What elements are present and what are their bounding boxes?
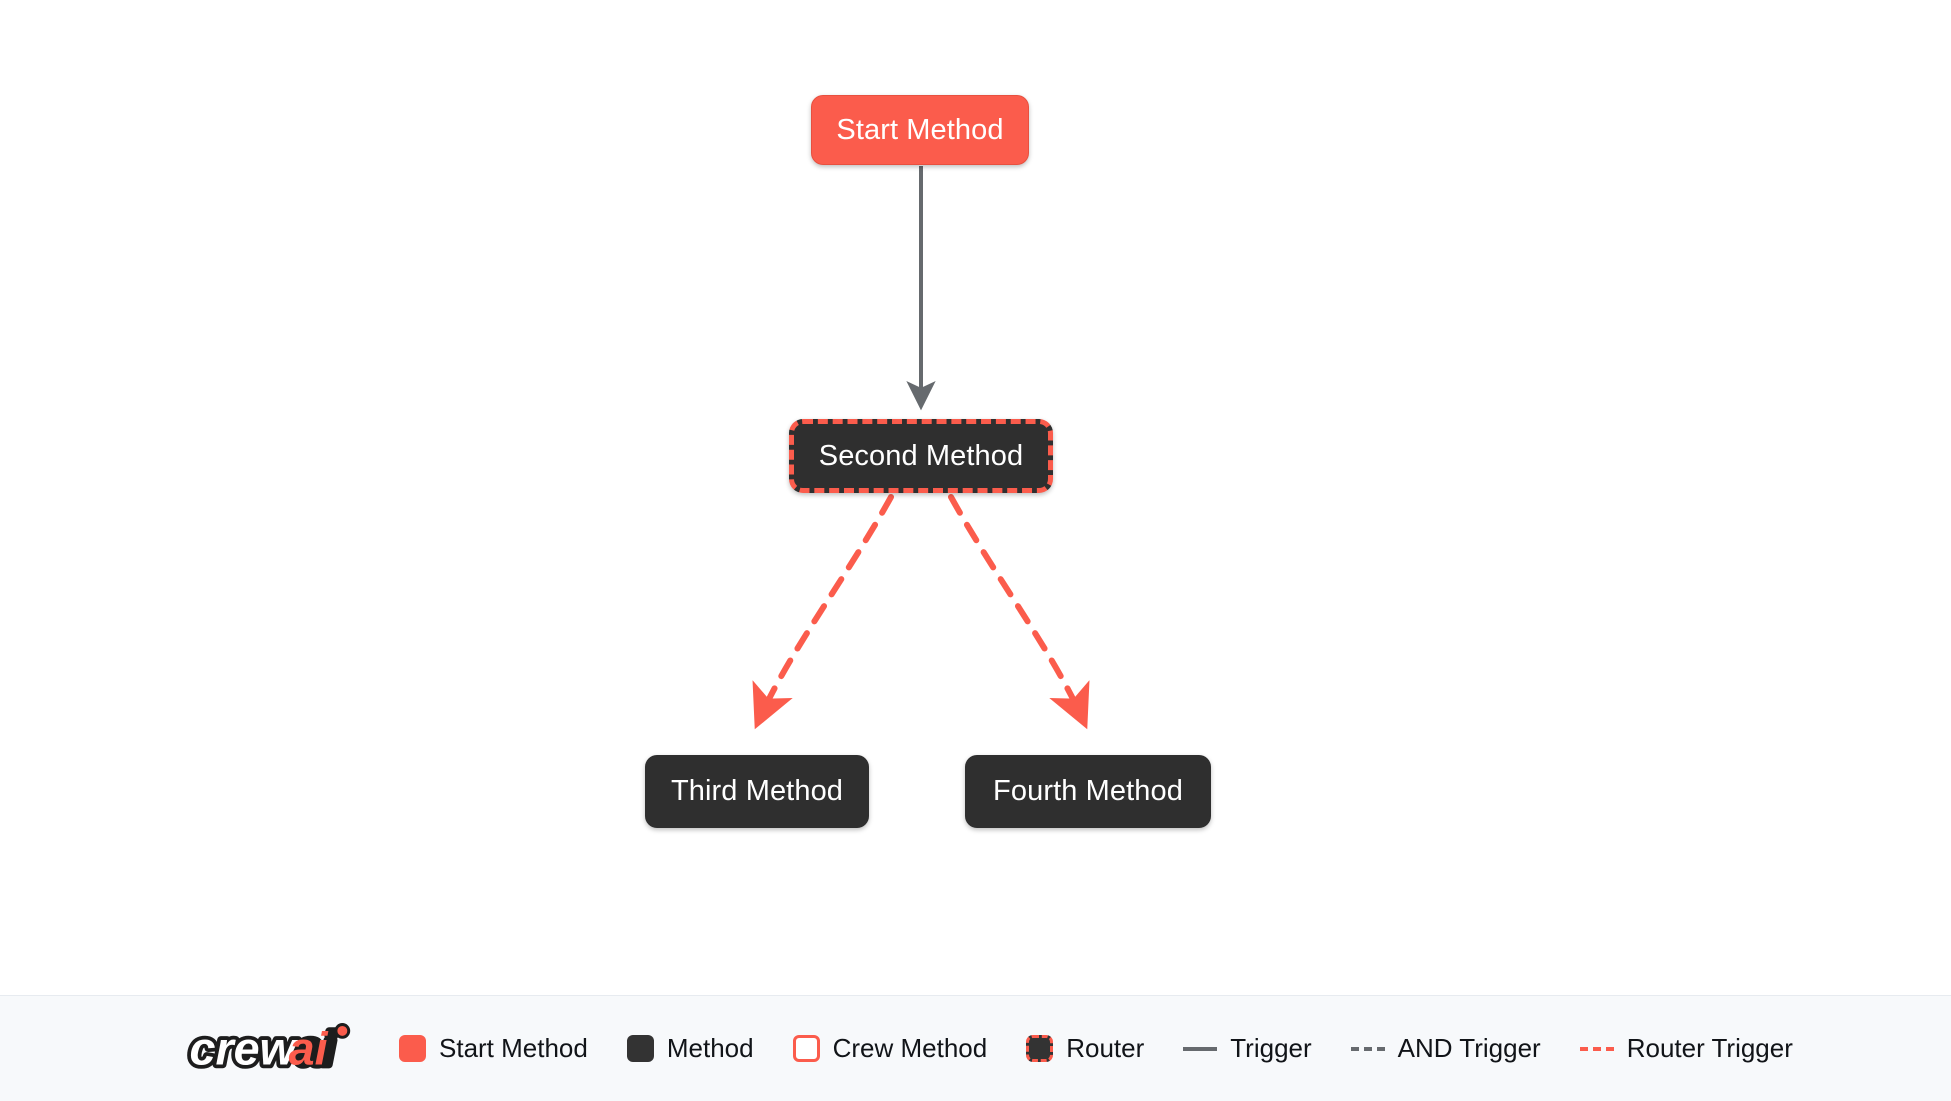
legend-label: AND Trigger [1397,1033,1541,1063]
legend-item-router: Router [1026,1033,1144,1064]
crewai-logo: crewai crew ai [186,1018,351,1078]
crewai-logo-crew: crew [190,1022,299,1074]
flow-node-label: Fourth Method [993,775,1183,807]
flow-node-fourth-method[interactable]: Fourth Method [965,755,1211,828]
legend-item-method: Method [626,1033,754,1064]
legend-label: Start Method [439,1033,588,1063]
trigger-line-icon [1183,1046,1218,1051]
legend-label: Router Trigger [1626,1033,1793,1063]
legend-label: Trigger [1230,1033,1312,1063]
flow-node-label: Third Method [670,775,844,807]
flow-node-start-method[interactable]: Start Method [811,95,1029,165]
start-method-swatch-icon [399,1035,426,1062]
crewai-logo-ai: ai [289,1022,329,1074]
legend-item-start-method: Start Method [399,1033,588,1064]
legend-item-router-trigger: Router Trigger [1579,1033,1793,1064]
crew-method-swatch-icon [792,1035,820,1062]
legend-item-crew-method: Crew Method [792,1033,988,1064]
legend-label: Router [1066,1033,1145,1063]
legend-label: Method [666,1033,754,1063]
legend-bar: crewai crew ai Start Method Method Crew … [0,995,1951,1101]
flow-node-label: Start Method [836,113,1004,146]
router-trigger-line-icon [1579,1046,1614,1051]
legend-item-trigger: Trigger [1183,1033,1312,1064]
router-swatch-icon [1026,1035,1054,1062]
flow-node-third-method[interactable]: Third Method [645,755,869,828]
legend-label: Crew Method [832,1033,988,1063]
method-swatch-icon [626,1035,654,1062]
flow-node-second-method[interactable]: Second Method [789,419,1053,493]
edge-second-to-fourth [948,494,1090,730]
flow-canvas[interactable]: Start Method Second Method Third Method … [0,0,1951,995]
edge-second-to-third [752,494,894,730]
and-trigger-line-icon [1350,1046,1385,1051]
flow-node-label: Second Method [818,439,1024,472]
crewai-logo-outline: crewai [190,1022,336,1074]
crewai-logo-dot [334,1022,351,1039]
legend-item-and-trigger: AND Trigger [1350,1033,1541,1064]
